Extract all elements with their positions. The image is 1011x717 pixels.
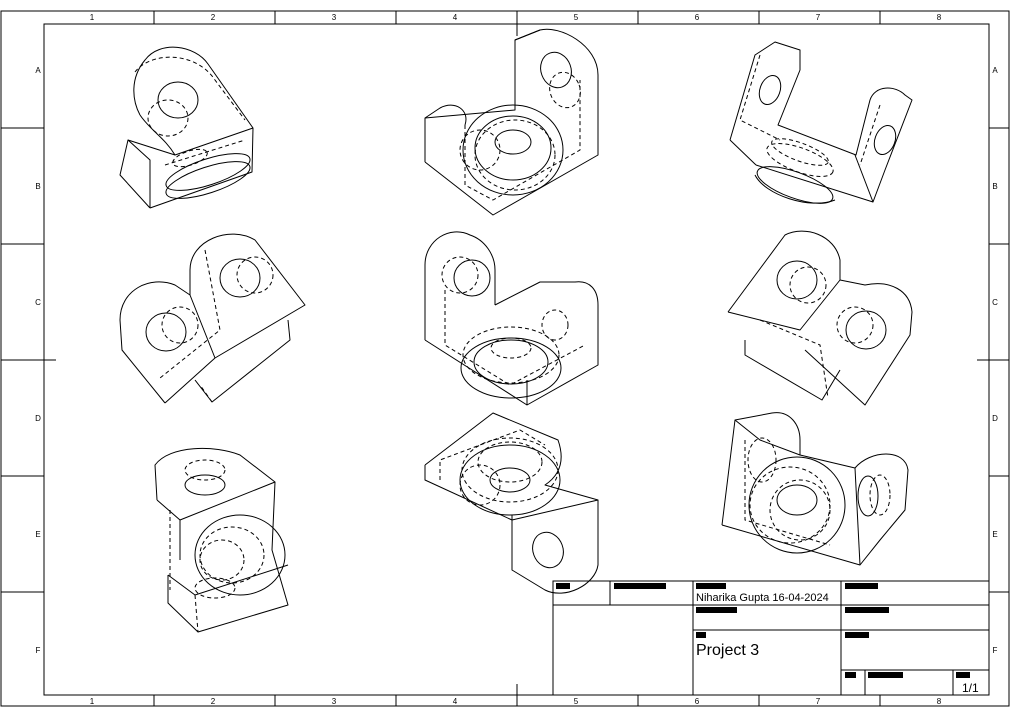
sheet-outer-border <box>0 10 1010 707</box>
row-label-right-a: A <box>992 66 998 75</box>
row-label-left-f: F <box>36 646 41 655</box>
row-label-right-e: E <box>992 530 997 539</box>
row-label-right-b: B <box>992 182 997 191</box>
zone-ticks <box>1 11 1009 706</box>
view-bottom-right <box>721 412 909 566</box>
col-label-bottom-1: 1 <box>90 697 95 706</box>
col-label-top-8: 8 <box>937 13 942 22</box>
row-label-left-d: D <box>35 414 41 423</box>
col-label-bottom-7: 7 <box>816 697 821 706</box>
col-label-bottom-6: 6 <box>695 697 700 706</box>
col-label-top-2: 2 <box>211 13 216 22</box>
col-label-top-5: 5 <box>574 13 579 22</box>
view-bottom-left <box>154 447 289 633</box>
drawing-frame <box>43 23 990 696</box>
redaction-bars <box>556 583 970 678</box>
row-label-right-d: D <box>992 414 998 423</box>
view-top-left <box>119 46 254 209</box>
row-label-right-f: F <box>993 646 998 655</box>
row-label-left-b: B <box>35 182 40 191</box>
view-middle-left <box>119 233 306 404</box>
view-middle-center <box>424 231 599 406</box>
row-label-left-e: E <box>35 530 40 539</box>
col-label-top-6: 6 <box>695 13 700 22</box>
view-bottom-center <box>424 412 599 594</box>
row-label-left-c: C <box>35 298 41 307</box>
col-label-bottom-2: 2 <box>211 697 216 706</box>
col-label-top-4: 4 <box>453 13 458 22</box>
col-label-top-3: 3 <box>332 13 337 22</box>
row-label-right-c: C <box>992 298 998 307</box>
author-date-field: Niharika Gupta 16-04-2024 <box>696 592 829 604</box>
view-middle-right <box>727 230 913 406</box>
row-label-left-a: A <box>35 66 41 75</box>
project-title: Project 3 <box>696 642 760 659</box>
col-label-top-7: 7 <box>816 13 821 22</box>
col-label-bottom-8: 8 <box>937 697 942 706</box>
col-label-bottom-4: 4 <box>453 697 458 706</box>
col-label-bottom-3: 3 <box>332 697 337 706</box>
view-top-right <box>729 41 913 204</box>
sheet-number: 1/1 <box>962 681 979 695</box>
title-block <box>552 580 990 696</box>
view-top-center <box>424 28 599 216</box>
col-label-bottom-5: 5 <box>574 697 579 706</box>
col-label-top-1: 1 <box>90 13 95 22</box>
